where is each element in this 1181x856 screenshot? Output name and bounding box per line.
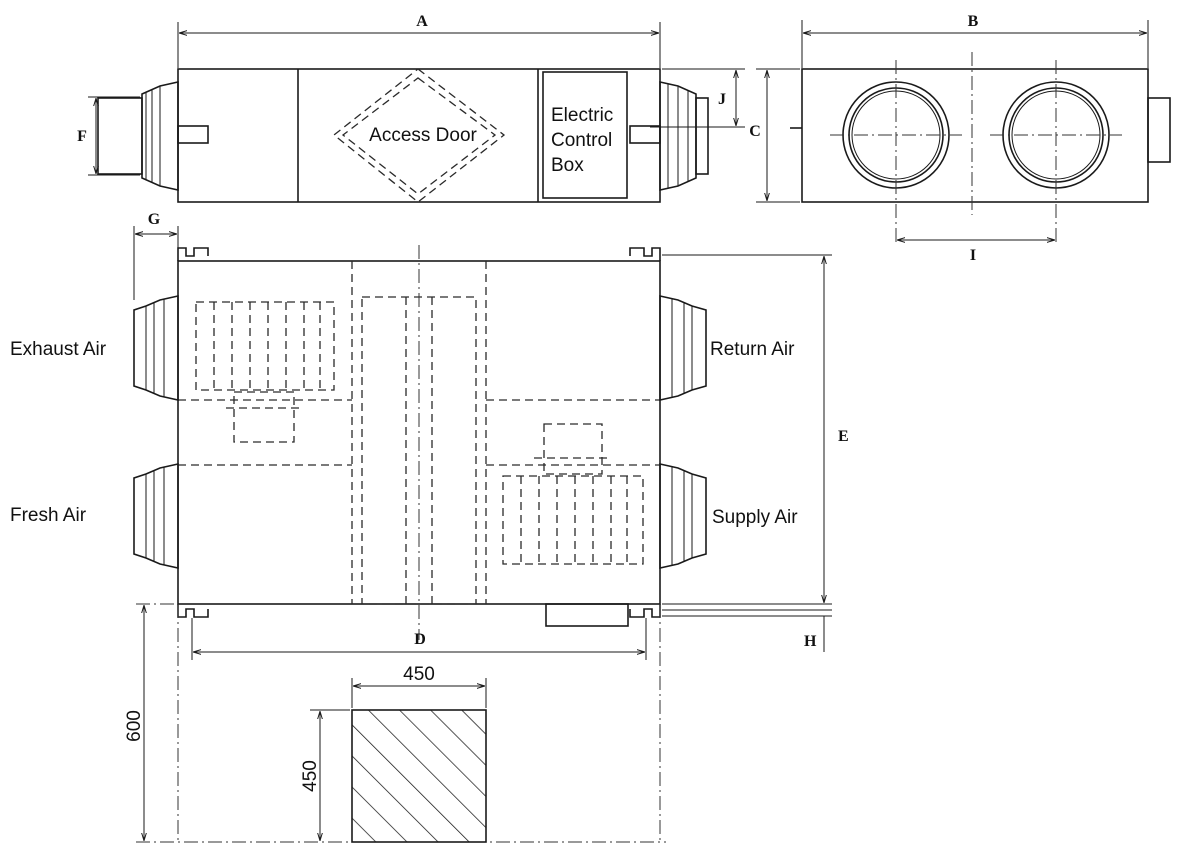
dim-label-i: I [970,247,976,264]
return-air-label: Return Air [710,339,795,360]
fresh-air-collar [133,463,179,569]
clearance-height-label: 450 [300,760,321,792]
clearance-depth-dimension: 600 [124,606,145,840]
supply-fan [502,423,644,565]
mounting-brackets [177,247,661,618]
clearance-width-dimension: 450 [351,664,487,708]
dimension-e: E [662,254,849,605]
control-box-label-1: Electric [551,105,613,126]
access-door: Access Door [332,68,506,203]
clearance-depth-label: 600 [124,710,145,742]
front-view: A Access Door Electric Control Box [77,13,745,203]
dimension-c: C [749,68,800,203]
electric-control-box: Electric Control Box [542,71,628,199]
duct-opening-left [830,60,962,245]
heat-exchanger-core [351,245,487,640]
dimension-d: D [191,618,647,660]
dim-label-j: J [718,91,726,108]
dim-label-c: C [749,123,761,140]
supply-air-label: Supply Air [712,507,798,528]
exhaust-air-collar [133,295,179,401]
supply-air-collar [659,463,707,569]
dim-label-f: F [77,128,87,145]
exhaust-fan [195,301,335,443]
return-air-collar [659,295,707,401]
dim-label-g: G [148,211,161,228]
duct-opening-right [990,60,1122,245]
dimension-j: J [650,68,745,128]
side-view: B C I [749,13,1171,264]
dimension-b: B [801,13,1149,68]
exhaust-air-label: Exhaust Air [10,339,107,360]
dim-label-e: E [838,428,849,445]
access-area-hatched [351,709,487,843]
plan-view: Exhaust Air Fresh Air Return Air Supply … [10,211,849,660]
dimension-f: F [77,96,140,176]
dim-label-d: D [414,631,426,648]
control-box-label-3: Box [551,155,584,176]
dim-label-b: B [968,13,979,30]
service-clearance: 600 450 450 [124,603,666,843]
clearance-width-label: 450 [403,664,435,685]
right-duct-collar [659,81,709,191]
clearance-height-dimension: 450 [300,709,350,840]
dimension-i: I [898,240,1054,264]
left-duct-collar [97,81,179,191]
plan-body [177,260,661,605]
access-door-label: Access Door [369,125,477,146]
dim-label-a: A [416,13,428,30]
dimension-h: H [662,609,832,652]
dimension-a: A [177,13,661,68]
dim-label-h: H [804,633,817,650]
dimension-g: G [133,211,179,300]
control-box-label-2: Control [551,130,612,151]
fresh-air-label: Fresh Air [10,505,87,526]
